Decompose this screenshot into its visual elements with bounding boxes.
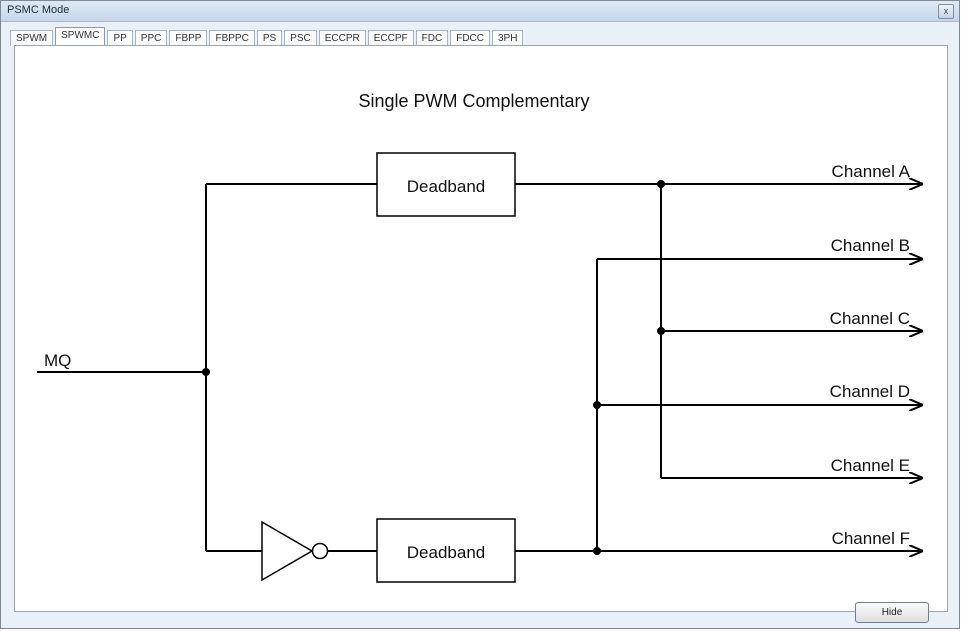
close-button[interactable]: x [938,4,954,19]
mode-tabs: SPWM SPWMC PP PPC FBPP FBPPC PS PSC ECCP… [10,27,525,46]
tab-eccpf[interactable]: ECCPF [367,30,414,46]
diagram-title: Single PWM Complementary [358,91,589,111]
tab-fdcc[interactable]: FDCC [450,30,490,46]
deadband-top-label: Deadband [407,177,485,196]
inverter-bubble-icon [311,542,329,560]
window-title: PSMC Mode [7,4,70,16]
deadband-bottom-label: Deadband [407,543,485,562]
tab-ps[interactable]: PS [256,30,283,46]
tab-eccpr[interactable]: ECCPR [318,30,366,46]
title-bar: PSMC Mode x [1,1,959,22]
channel-c-label: Channel C [830,309,910,328]
deadband-block-top [376,152,516,217]
tab-fbppc[interactable]: FBPPC [209,30,255,46]
tab-spwm[interactable]: SPWM [10,30,54,46]
deadband-block-bottom [376,518,516,583]
tab-fbpp[interactable]: FBPP [169,30,208,46]
tab-pp[interactable]: PP [107,30,133,46]
channel-f-label: Channel F [832,529,910,548]
tab-spwmc[interactable]: SPWMC [55,27,106,46]
input-label-mq: MQ [44,351,71,370]
tab-3ph[interactable]: 3PH [492,30,524,46]
channel-d-label: Channel D [830,382,910,401]
diagram-panel [14,45,948,612]
tab-fdc[interactable]: FDC [415,30,449,46]
channel-e-label: Channel E [831,456,910,475]
tab-psc[interactable]: PSC [284,30,317,46]
channel-b-label: Channel B [831,236,910,255]
hide-button[interactable]: Hide [855,602,929,623]
tab-ppc[interactable]: PPC [134,30,168,46]
channel-a-label: Channel A [832,162,911,181]
inverter-icon [261,520,314,582]
